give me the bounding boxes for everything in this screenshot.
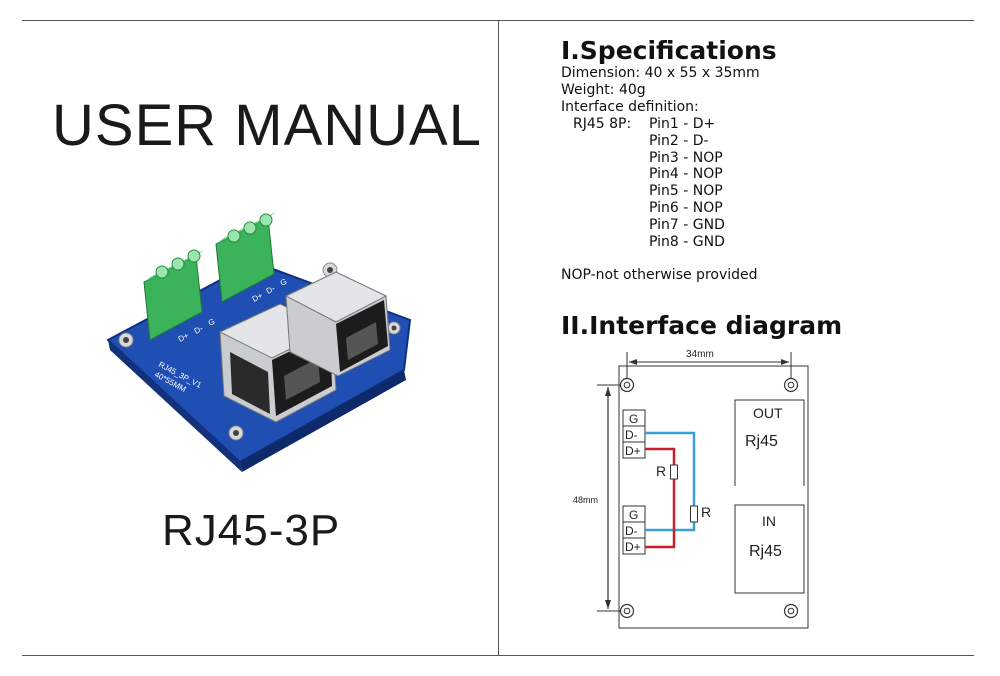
terminal-screw-1b [171,257,185,271]
terminal-bottom-label-dminus: D- [625,524,638,538]
specifications-heading: I.Specifications [561,36,777,65]
photo-pin-label-2: D- [193,324,205,336]
pin-row-2: Pin2 - D- [561,133,760,150]
interface-diagram: 34mm 48mm G D- D+ G D- D+ R R OUT Rj45 I… [573,349,809,629]
out-label: OUT [753,405,783,421]
terminal-screw-2c [259,213,273,227]
spec-weight: Weight: 40g [561,81,646,98]
pin-row-7: Pin7 - GND [561,217,760,234]
column-divider [498,20,499,656]
terminal-top-label-dminus: D- [625,428,638,442]
mounting-hole-4-inner [391,325,397,331]
out-port-outline [734,399,805,486]
pin-item: Pin1 - D+ [649,115,716,132]
model-name: RJ45-3P [162,506,341,555]
interface-diagram-heading: II.Interface diagram [561,311,843,340]
diagram-hole-top-left-inner [623,381,631,389]
dim-width-label: 34mm [686,349,714,360]
pin-item: Pin7 - GND [649,217,725,234]
manual-title: USER MANUAL [52,93,482,158]
resistor-blue [690,505,698,523]
pin-prefix: RJ45 8P: [573,115,632,132]
nop-note: NOP-not otherwise provided [561,267,758,283]
resistor-blue-label: R [701,504,711,520]
terminal-top-label-g: G [629,412,638,426]
dim-height-arrow-bottom [605,600,611,609]
pin-row-4: Pin4 - NOP [561,166,760,183]
pin-item: Pin5 - NOP [649,183,723,200]
pin-item: Pin6 - NOP [649,200,723,217]
photo-pin-label-1: D+ [177,331,191,344]
dim-width-arrow-right [781,359,789,365]
terminal-screw-2b [243,221,257,235]
wire-blue [645,431,696,532]
dim-height-arrow-top [605,387,611,396]
specifications-block: Dimension: 40 x 55 x 35mm Weight: 40g In… [561,65,760,251]
rj45-jack-2-opening [346,322,378,360]
diagram-hole-top-right-inner [787,381,795,389]
diagram-hole-bottom-left-inner [623,607,631,615]
resistor-red [670,464,678,480]
pin-row-1: RJ45 8P: Pin1 - D+ [561,116,760,133]
product-photo: D+ D- G D+ D- G RJ45_3P_V1 40*55MM [106,212,412,472]
in-port-outline [734,504,805,594]
dim-height-label: 48mm [573,495,598,505]
photo-pin-label-5: D- [265,284,277,296]
mounting-hole-2-inner [233,430,239,436]
rj45-jack-1-port [230,352,270,414]
pcb-board-edge-front [240,370,406,472]
pin-item: Pin4 - NOP [649,166,723,183]
photo-pin-label-6: G [279,277,289,288]
photo-pin-label-3: G [207,317,217,328]
rj45-jack-2-top [284,271,388,323]
in-label: IN [762,513,776,529]
pin-item: Pin3 - NOP [649,149,723,166]
spec-interface-definition: Interface definition: [561,98,699,115]
terminal-bottom-label-g: G [629,508,638,522]
pin-row-6: Pin6 - NOP [561,200,760,217]
rj45-jack-1-opening [284,358,320,400]
pcb-board-edge [108,340,242,472]
pin-row-5: Pin5 - NOP [561,183,760,200]
pin-row-8: Pin8 - GND [561,234,760,251]
pin-item: Pin2 - D- [649,132,709,149]
diagram-hole-bottom-right-inner [787,607,795,615]
spec-dimension: Dimension: 40 x 55 x 35mm [561,65,760,81]
pin-item: Pin8 - GND [649,234,725,251]
mounting-hole-1-inner [123,337,129,343]
terminal-screw-2a [227,229,241,243]
terminal-top-label-dplus: D+ [625,444,641,458]
wire-red [645,447,676,549]
photo-pin-label-4: D+ [251,291,265,304]
terminal-screw-1a [155,265,169,279]
out-port-label: Rj45 [745,433,778,450]
resistor-red-label: R [656,463,666,479]
in-port-label: Rj45 [749,543,782,560]
dim-width-arrow-left [629,359,637,365]
terminal-bottom-label-dplus: D+ [625,540,641,554]
terminal-screw-1c [187,249,201,263]
mounting-hole-3-inner [327,267,333,273]
pin-row-3: Pin3 - NOP [561,150,760,167]
